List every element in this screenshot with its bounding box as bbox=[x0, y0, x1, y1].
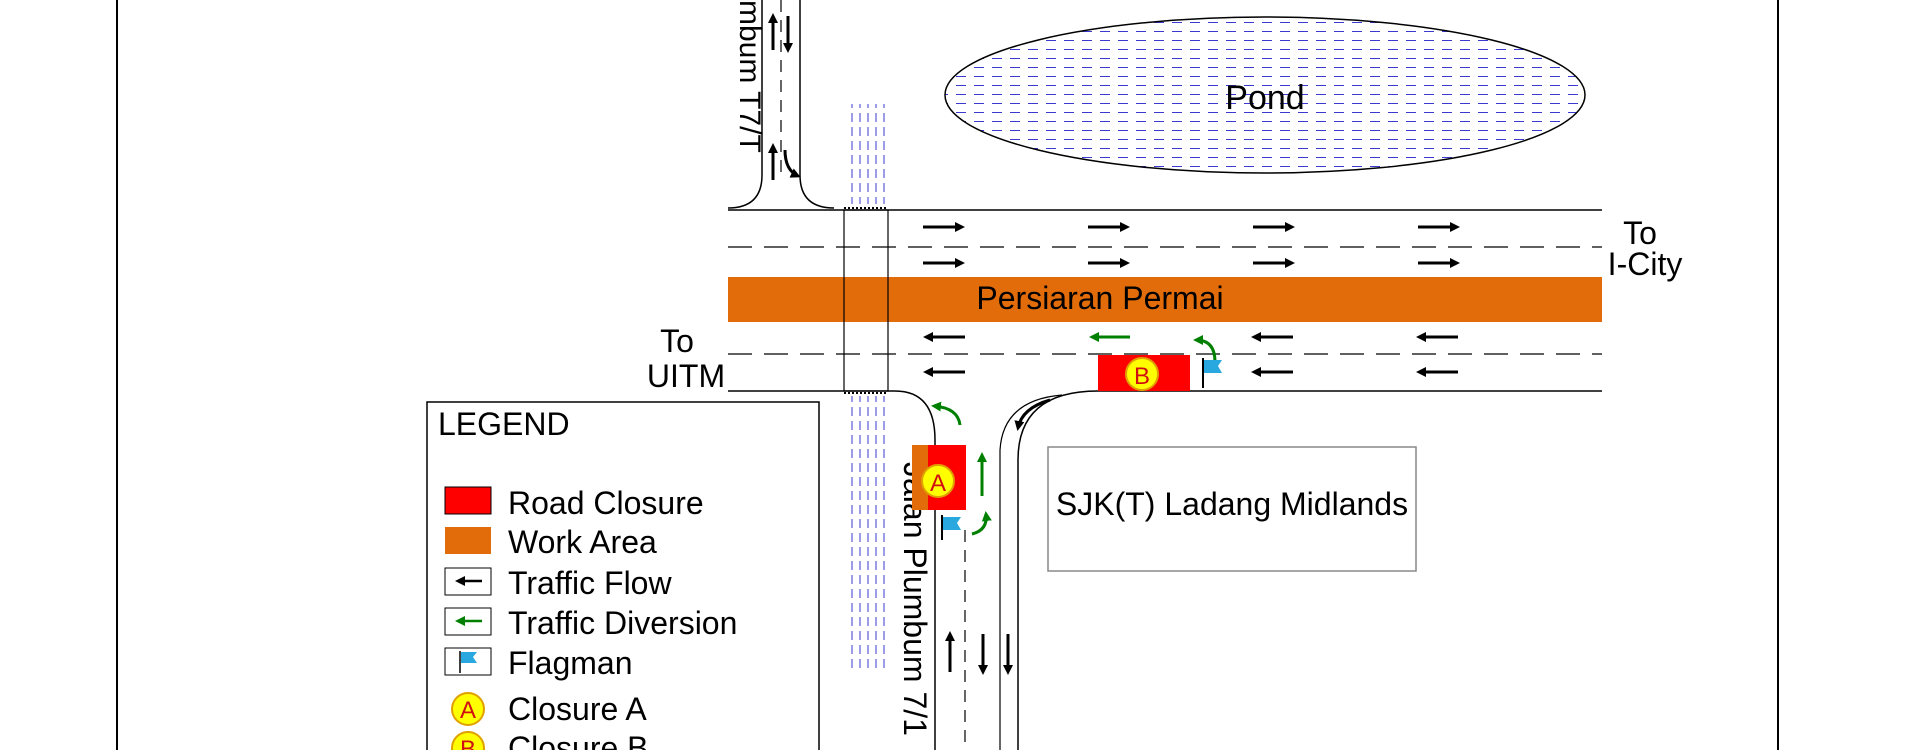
legend-work-area-swatch bbox=[445, 527, 491, 554]
legend-item-label: Closure B bbox=[508, 730, 649, 750]
closure-b-marker: B bbox=[1134, 363, 1150, 390]
closure-a-marker-circle bbox=[921, 464, 955, 498]
legend-title: LEGEND bbox=[438, 406, 570, 442]
legend-road-closure-swatch bbox=[444, 486, 492, 515]
legend-item-label: Traffic Flow bbox=[508, 565, 672, 601]
flagman-south bbox=[941, 515, 961, 540]
pond-label: Pond bbox=[1225, 79, 1304, 117]
legend-closure-b-letter: B bbox=[460, 736, 476, 750]
east-destination-to: To bbox=[1623, 215, 1657, 251]
pond: Pond bbox=[944, 16, 1586, 174]
legend-closure-b-icon bbox=[451, 731, 485, 750]
west-destination-to: To bbox=[660, 323, 694, 359]
closure-b: B bbox=[1098, 355, 1190, 391]
north-road-label: mbum T7/T bbox=[733, 0, 766, 153]
school-building: SJK(T) Ladang Midlands bbox=[1047, 446, 1417, 572]
drain bbox=[843, 104, 889, 668]
closure-a-marker: A bbox=[930, 470, 946, 497]
closure-a-work-area bbox=[912, 445, 930, 510]
legend: LEGEND Road Closure Work Area Traffic Fl… bbox=[426, 401, 820, 750]
main-road: Persiaran Permai bbox=[728, 209, 1602, 392]
main-road-label: Persiaran Permai bbox=[976, 280, 1223, 316]
legend-item-label: Work Area bbox=[508, 524, 657, 560]
school-label: SJK(T) Ladang Midlands bbox=[1056, 486, 1408, 522]
westbound-traffic-arrows bbox=[923, 332, 1458, 377]
east-destination-name: I-City bbox=[1608, 246, 1683, 282]
south-side-road bbox=[894, 390, 1099, 750]
legend-item-label: Road Closure bbox=[508, 485, 704, 521]
north-side-road bbox=[727, 0, 835, 209]
legend-box bbox=[426, 401, 820, 750]
legend-traffic-flow-icon bbox=[444, 567, 492, 596]
work-area-median bbox=[728, 277, 1602, 322]
legend-item-label: Closure A bbox=[508, 691, 647, 727]
closure-a: A bbox=[912, 445, 966, 510]
traffic-diversion-arrows bbox=[931, 332, 1217, 536]
legend-flagman-icon bbox=[444, 647, 492, 676]
flagman-east bbox=[1202, 358, 1222, 388]
west-destination-name: UITM bbox=[647, 358, 725, 394]
legend-item-label: Traffic Diversion bbox=[508, 605, 737, 641]
legend-closure-a-icon bbox=[451, 692, 485, 726]
legend-item-label: Flagman bbox=[508, 645, 633, 681]
legend-closure-a-letter: A bbox=[460, 697, 476, 724]
closure-b-marker-circle bbox=[1125, 357, 1159, 391]
eastbound-traffic-arrows bbox=[923, 222, 1460, 268]
legend-traffic-diversion-icon bbox=[444, 607, 492, 636]
